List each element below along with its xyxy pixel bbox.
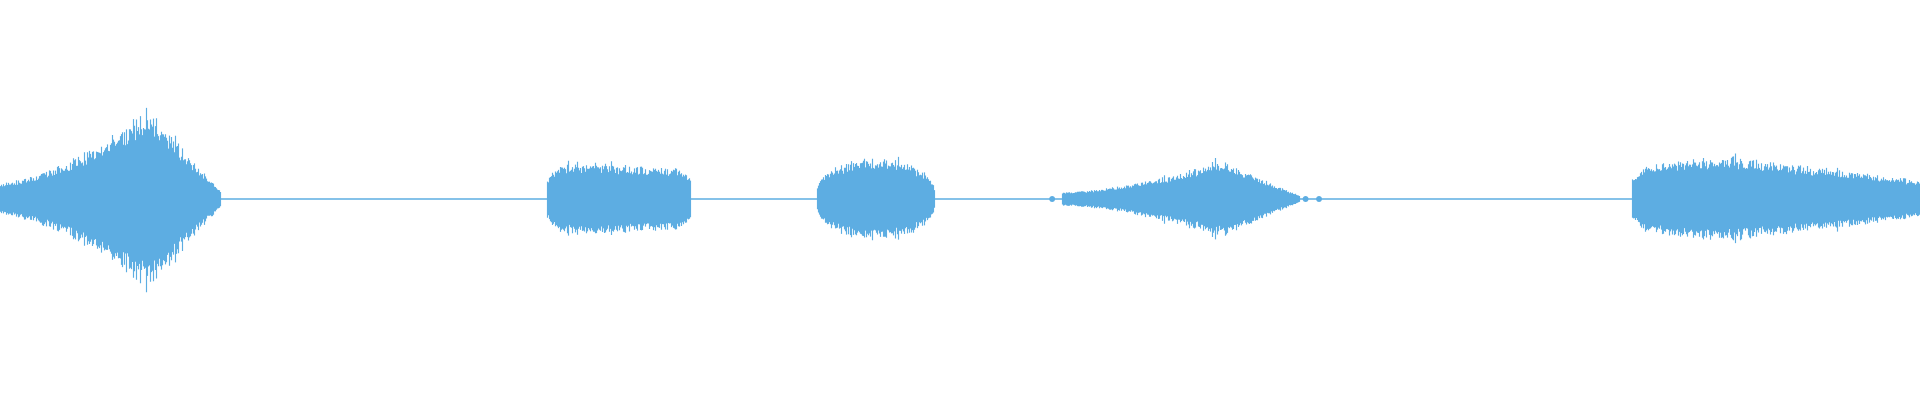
waveform-blip-2	[1302, 196, 1309, 202]
waveform-burst-4	[1061, 158, 1301, 240]
waveform-burst-5	[1631, 153, 1920, 244]
waveform-burst-3-bars	[816, 156, 936, 241]
waveform-burst-1-bars	[0, 107, 222, 293]
waveform-burst-3	[816, 156, 936, 241]
waveform-burst-2	[546, 160, 692, 236]
waveform-blip-3	[1316, 196, 1323, 202]
waveform-burst-2-bars	[546, 160, 692, 236]
waveform-blip-1	[1049, 196, 1056, 202]
waveform-burst-1	[0, 107, 222, 293]
waveform-burst-5-bars	[1631, 153, 1920, 244]
waveform-bars	[0, 107, 1920, 293]
waveform-burst-4-bars	[1061, 158, 1301, 240]
